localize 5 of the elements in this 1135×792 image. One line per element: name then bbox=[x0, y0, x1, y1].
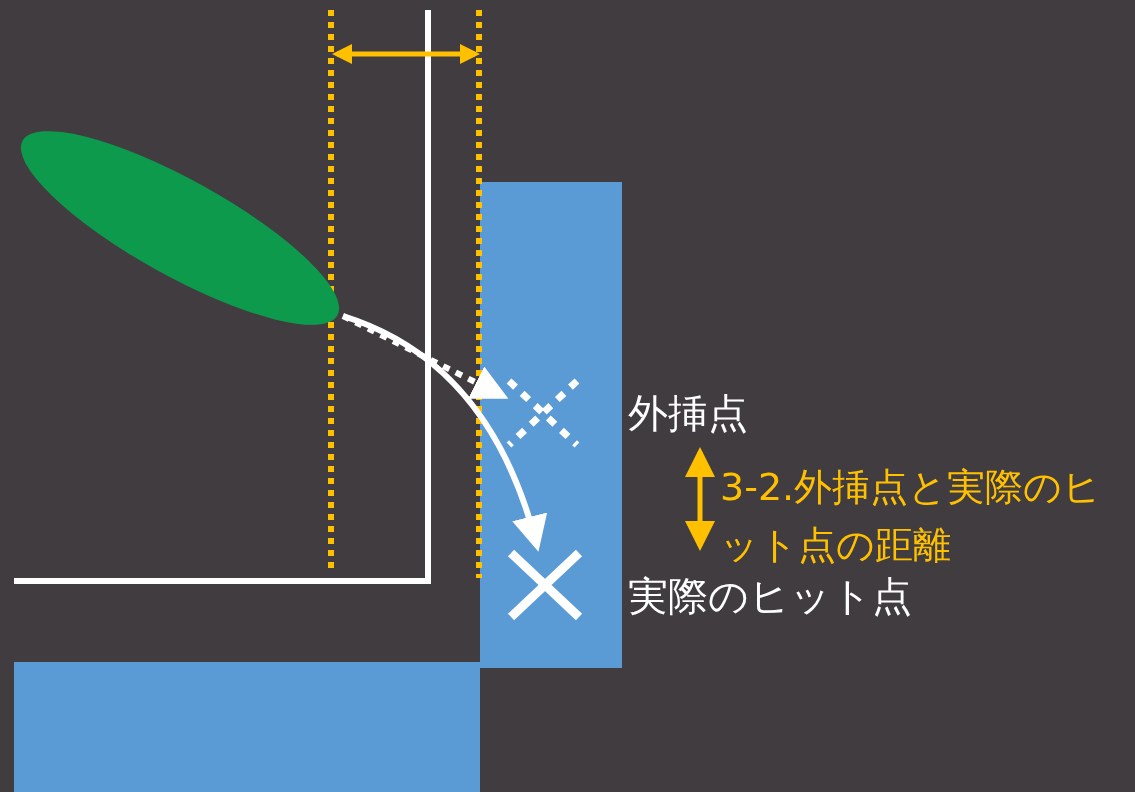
point-label: 外挿点 bbox=[628, 389, 748, 437]
edge-label: 3-2.外挿点と実際のヒット点の距離 bbox=[720, 464, 1103, 569]
arrow bbox=[342, 313, 547, 552]
arrow bbox=[685, 447, 715, 551]
point-label: 実際のヒット点 bbox=[628, 572, 912, 620]
